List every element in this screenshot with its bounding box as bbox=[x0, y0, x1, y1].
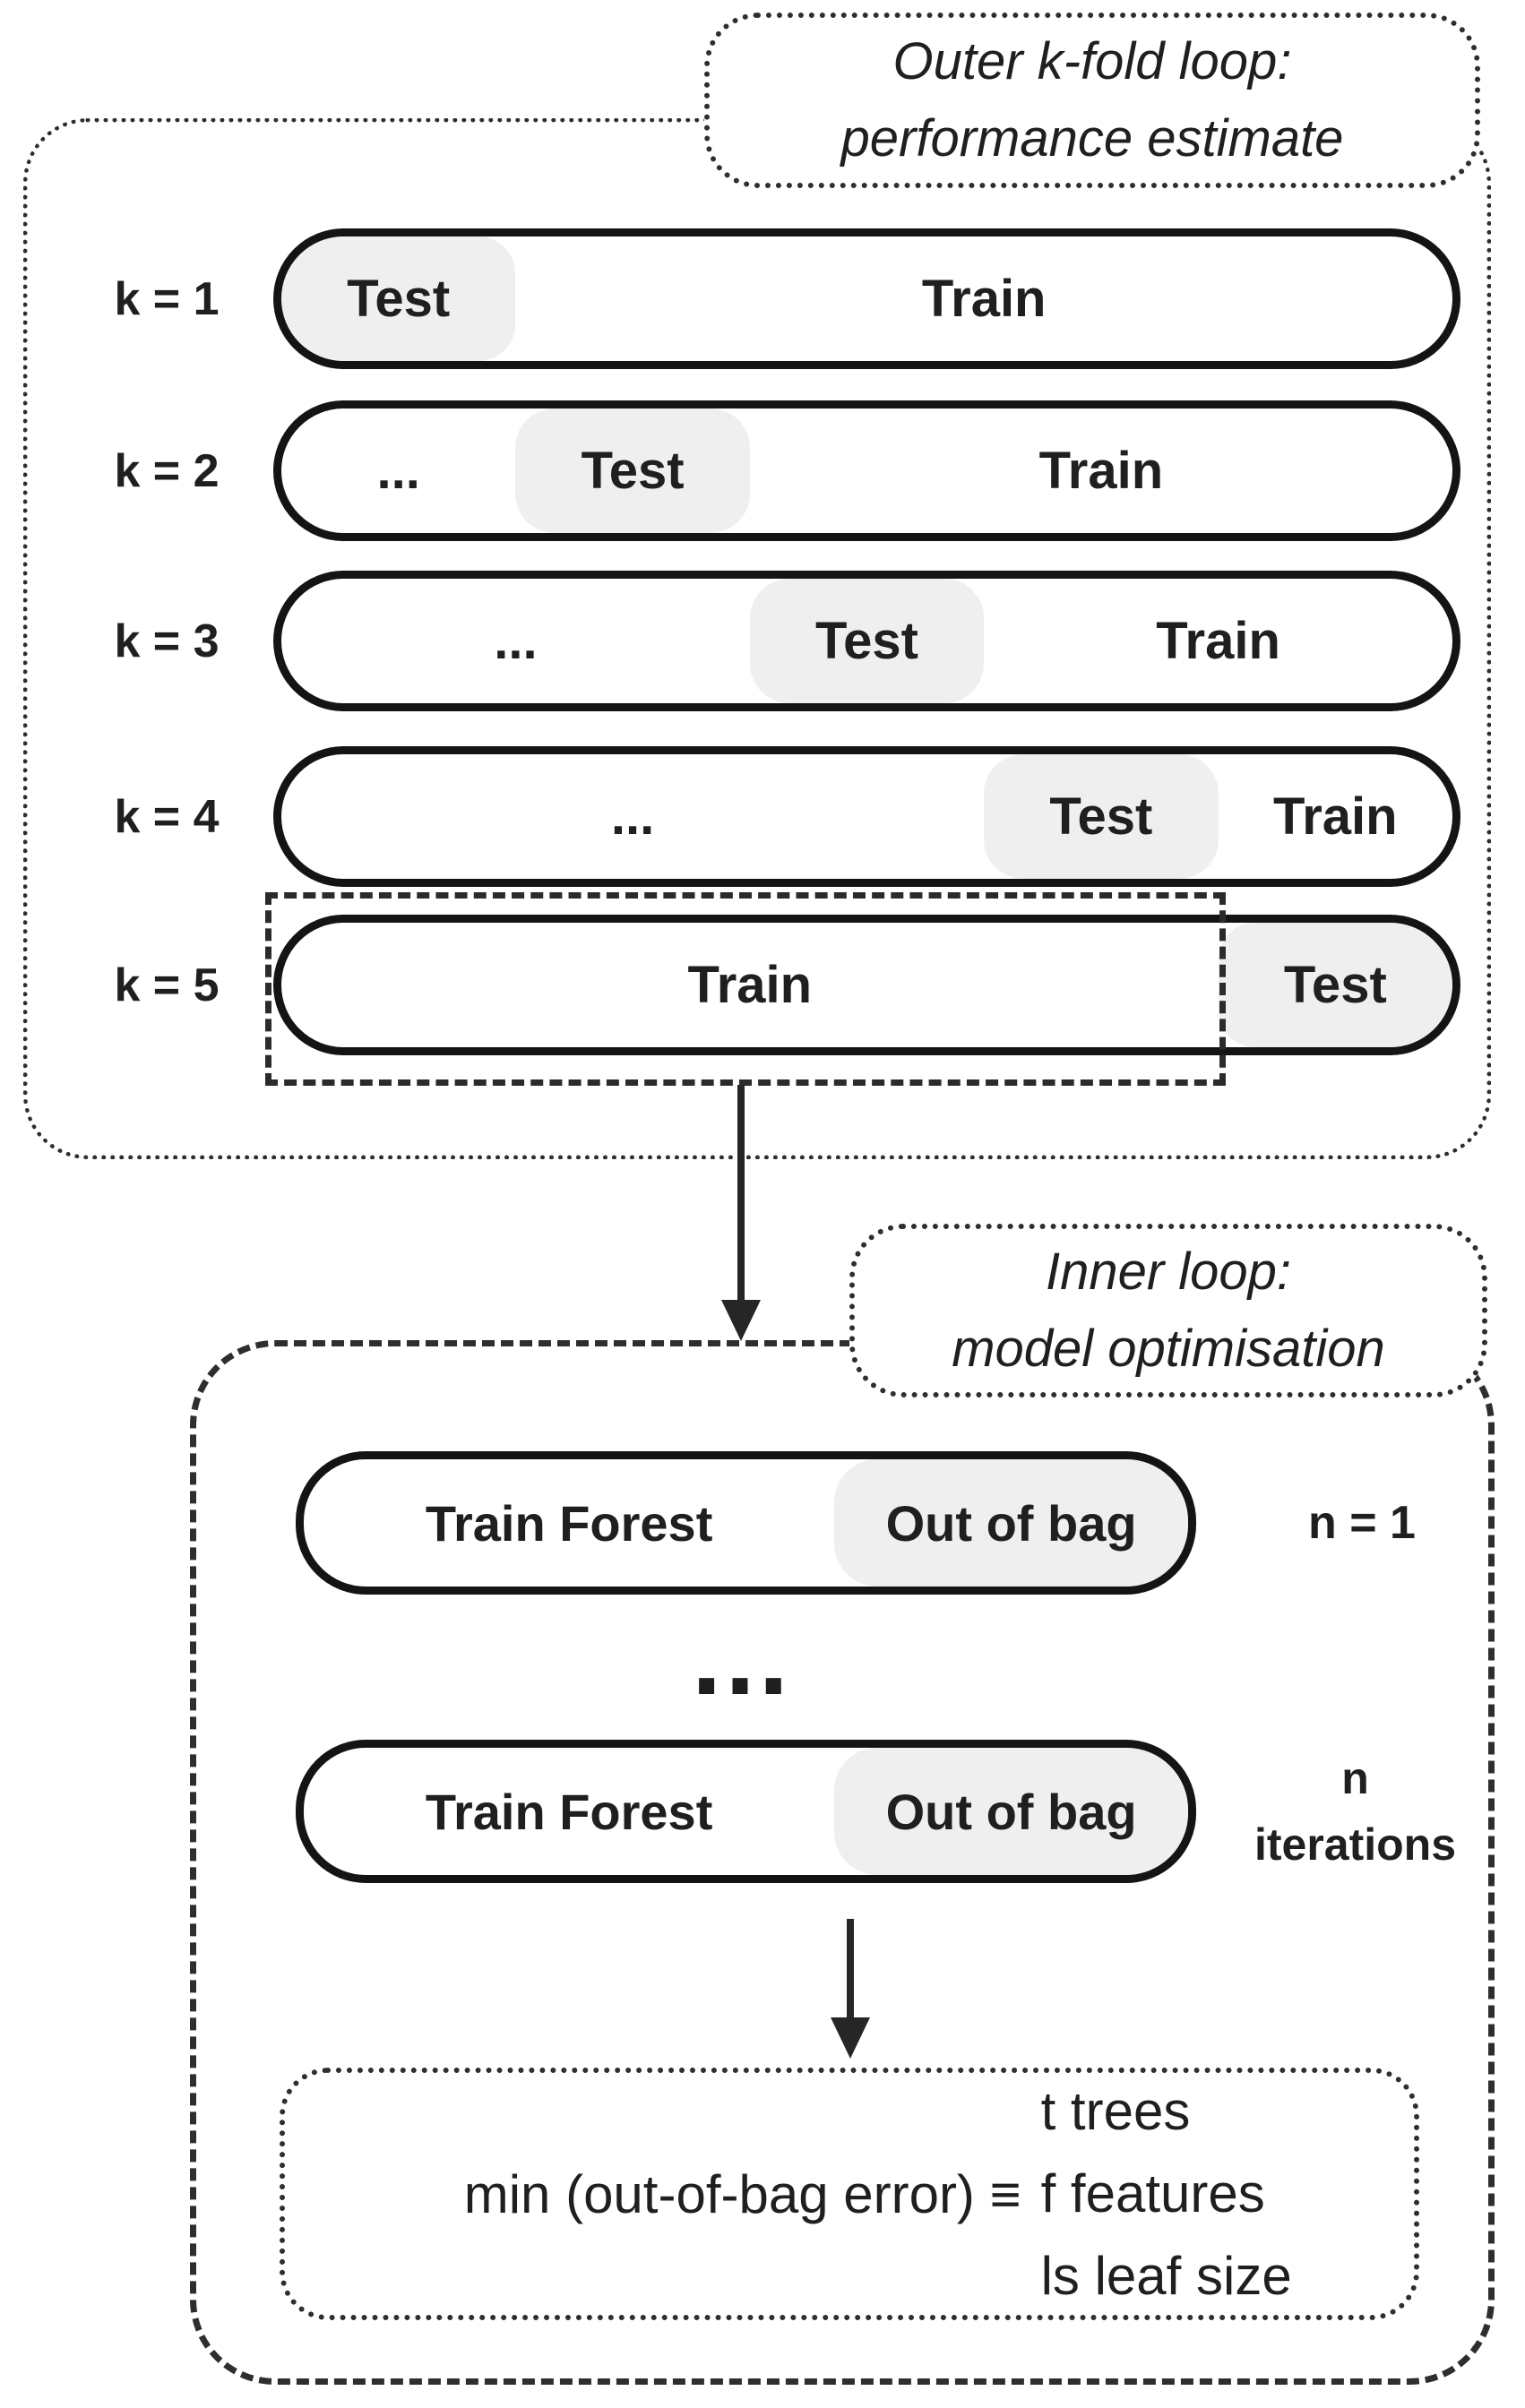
arrow-head bbox=[721, 1300, 761, 1341]
fold-row-2: k = 2 ... Test Train bbox=[0, 400, 1525, 541]
test-segment: Test bbox=[749, 579, 985, 703]
param-leaf-size: ls leaf size bbox=[1040, 2246, 1292, 2306]
fold-row-5-pill: Train Test bbox=[273, 915, 1460, 1055]
inner-loop-title-badge: Inner loop: model optimisation bbox=[849, 1224, 1487, 1398]
n-iterations-line2: iterations bbox=[1254, 1819, 1457, 1870]
fold-row-3-pill: ... Test Train bbox=[273, 571, 1460, 711]
n-iterations-line1: n bbox=[1341, 1753, 1369, 1803]
test-segment: Test bbox=[1218, 923, 1452, 1047]
iterations-ellipsis: ... bbox=[691, 1597, 793, 1717]
fold-row-1: k = 1 Test Train bbox=[0, 228, 1525, 369]
out-of-bag-segment: Out of bag bbox=[834, 1748, 1188, 1875]
ellipsis-text: ... bbox=[376, 442, 420, 500]
train-segment: Train bbox=[1156, 612, 1280, 670]
param-features: f features bbox=[1040, 2163, 1265, 2223]
fold-row-1-label: k = 1 bbox=[114, 272, 220, 325]
test-segment: Test bbox=[281, 236, 516, 361]
train-segment: Train bbox=[1272, 787, 1398, 846]
objective-expression: min (out-of-bag error) ≡ bbox=[463, 2163, 1021, 2224]
arrow-shaft bbox=[847, 1919, 854, 2017]
fold-row-4-label: k = 4 bbox=[114, 790, 220, 843]
inner-loop-container bbox=[190, 1340, 1495, 2385]
fold-row-5: k = 5 Train Test bbox=[0, 915, 1525, 1055]
fold-row-1-pill: Test Train bbox=[273, 228, 1460, 369]
train-forest-pill-1: Train Forest Out of bag bbox=[296, 1451, 1196, 1595]
ellipsis-text: ... bbox=[494, 612, 538, 670]
test-segment: Test bbox=[515, 408, 750, 533]
out-of-bag-segment: Out of bag bbox=[834, 1459, 1188, 1587]
objective-box: min (out-of-bag error) ≡ t trees f featu… bbox=[280, 2068, 1419, 2320]
fold-row-3: k = 3 ... Test Train bbox=[0, 571, 1525, 711]
fold-row-2-label: k = 2 bbox=[114, 444, 220, 497]
fold-row-2-pill: ... Test Train bbox=[273, 400, 1460, 541]
arrow-head bbox=[831, 2017, 870, 2059]
fold-row-5-label: k = 5 bbox=[114, 959, 220, 1011]
train-segment: Train bbox=[1038, 442, 1164, 500]
objective-parameters: t trees f features ls leaf size bbox=[1030, 2073, 1414, 2315]
down-arrow-icon bbox=[721, 1085, 761, 1341]
n-equals-1-label: n = 1 bbox=[1308, 1497, 1416, 1549]
inner-loop-title-line1: Inner loop: bbox=[1045, 1243, 1292, 1301]
n-iterations-label: n iterations bbox=[1214, 1736, 1496, 1887]
fold-row-3-label: k = 3 bbox=[114, 615, 220, 667]
outer-loop-title-badge: Outer k-fold loop: performance estimate bbox=[704, 13, 1480, 188]
outer-loop-title-line2: performance estimate bbox=[840, 109, 1344, 168]
train-forest-segment: Train Forest bbox=[425, 1494, 713, 1552]
train-segment: Train bbox=[921, 270, 1047, 328]
arrow-shaft bbox=[737, 1085, 745, 1300]
train-segment: Train bbox=[687, 956, 813, 1014]
param-trees: t trees bbox=[1040, 2081, 1191, 2141]
down-arrow-icon bbox=[831, 1919, 870, 2059]
inner-loop-title-line2: model optimisation bbox=[952, 1320, 1385, 1378]
ellipsis-text: ... bbox=[610, 787, 655, 846]
train-forest-segment: Train Forest bbox=[425, 1783, 713, 1840]
fold-row-4: k = 4 ... Test Train bbox=[0, 746, 1525, 887]
fold-row-4-pill: ... Test Train bbox=[273, 746, 1460, 887]
outer-loop-title-line1: Outer k-fold loop: bbox=[892, 32, 1292, 90]
test-segment: Test bbox=[984, 754, 1219, 879]
train-forest-pill-n: Train Forest Out of bag bbox=[296, 1740, 1196, 1883]
selected-fold-highlight bbox=[265, 892, 1226, 1086]
